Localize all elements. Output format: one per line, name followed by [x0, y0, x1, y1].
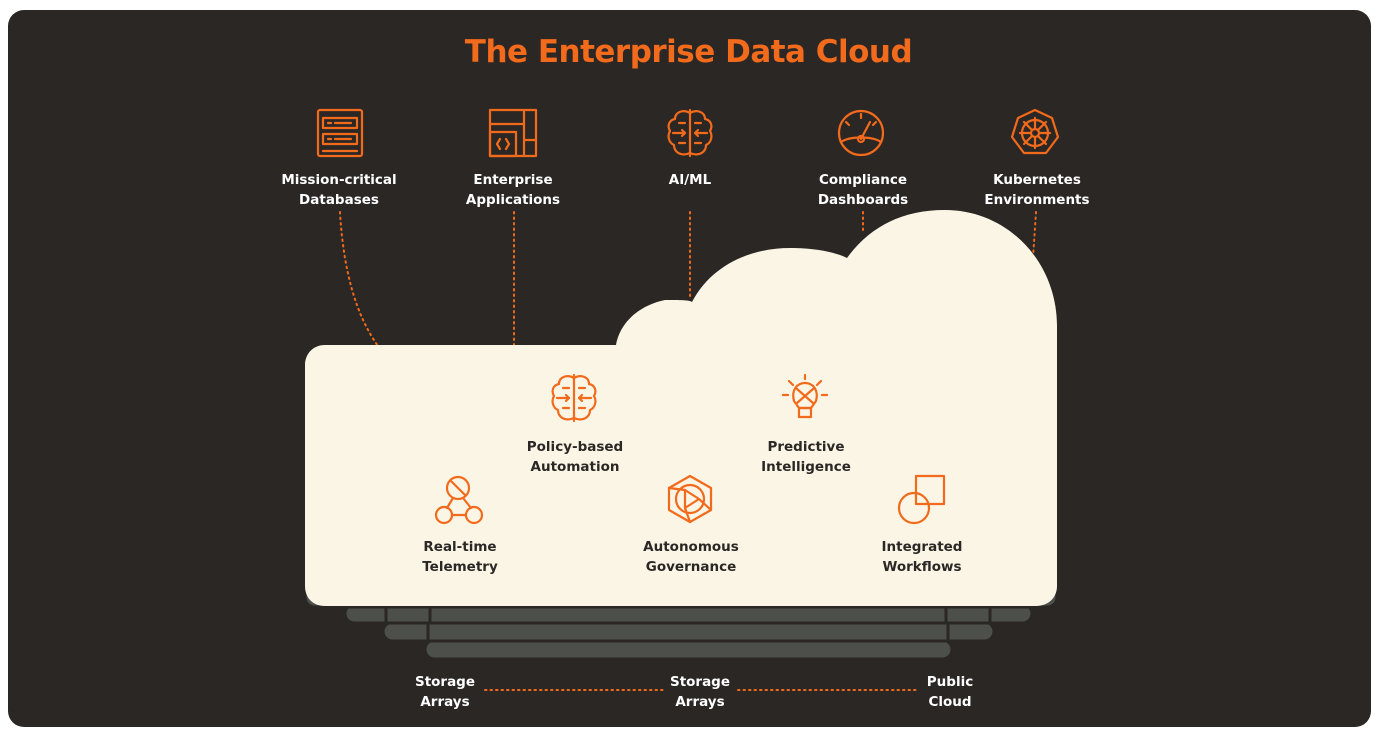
brain-chip-icon — [667, 108, 713, 158]
cloud-shape — [305, 210, 1057, 606]
connector-kubernetes — [1032, 211, 1037, 259]
label-public-cloud: Public Cloud — [926, 674, 974, 710]
label-storage-arrays-left: Storage Arrays — [414, 674, 476, 710]
layer-3 — [381, 620, 996, 643]
label-mission-critical-databases: Mission-critical Databases — [281, 172, 397, 208]
label-ai-ml: AI/ML — [668, 172, 712, 188]
page-title: The Enterprise Data Cloud — [464, 34, 913, 70]
lightbulb-icon — [781, 373, 829, 419]
label-storage-arrays-center: Storage Arrays — [669, 674, 731, 710]
connector-databases — [339, 211, 379, 347]
code-window-icon — [488, 108, 538, 158]
label-integrated-workflows: Integrated Workflows — [881, 539, 963, 575]
top-connectors — [339, 211, 1037, 347]
play-hexagon-icon — [667, 474, 713, 524]
automation-brain-icon — [551, 373, 597, 423]
network-nodes-icon — [434, 475, 484, 525]
layer-4 — [423, 638, 954, 661]
label-real-time-telemetry: Real-time Telemetry — [422, 539, 498, 575]
label-enterprise-applications: Enterprise Applications — [465, 172, 561, 208]
label-kubernetes-environments: Kubernetes Environments — [984, 172, 1090, 208]
label-policy-based-automation: Policy-based Automation — [526, 439, 624, 475]
database-icon — [316, 108, 364, 158]
label-autonomous-governance: Autonomous Governance — [643, 539, 739, 575]
storage-layer-dividers — [384, 605, 992, 640]
label-predictive-intelligence: Predictive Intelligence — [761, 439, 851, 475]
gauge-icon — [837, 109, 885, 157]
kubernetes-wheel-icon — [1010, 108, 1060, 155]
shapes-icon — [897, 474, 946, 525]
label-compliance-dashboards: Compliance Dashboards — [817, 172, 909, 208]
